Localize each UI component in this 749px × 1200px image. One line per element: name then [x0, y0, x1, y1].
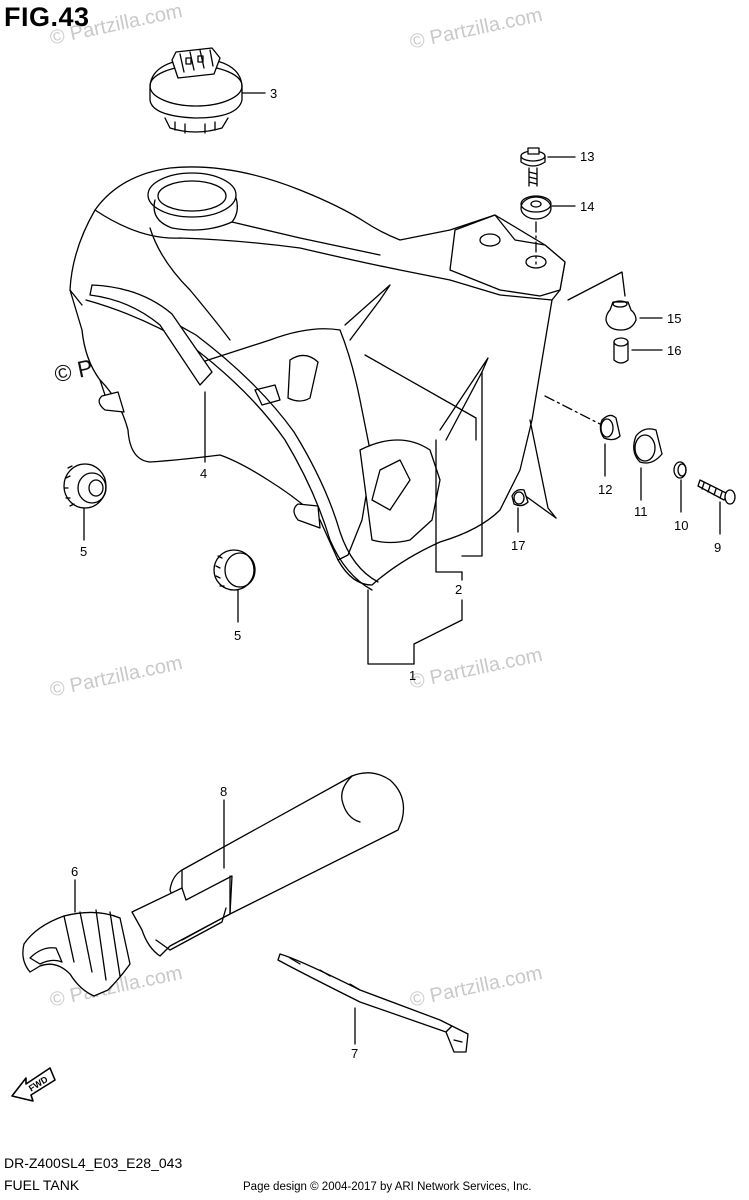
cushion-part-12[interactable]: [599, 414, 621, 477]
collar-part-11[interactable]: [633, 428, 663, 501]
cushion-part-5a[interactable]: [63, 463, 107, 541]
part-label-2[interactable]: 2: [455, 582, 462, 597]
part-label-13[interactable]: 13: [580, 149, 594, 164]
part-label-5b[interactable]: 5: [234, 628, 241, 643]
part-label-10[interactable]: 10: [674, 518, 688, 533]
part-label-17[interactable]: 17: [511, 538, 525, 553]
fuel-tank-body[interactable]: [69, 166, 566, 591]
part-label-16[interactable]: 16: [667, 343, 681, 358]
part-label-8[interactable]: 8: [220, 784, 227, 799]
collar-part-16[interactable]: [613, 337, 663, 364]
model-code: DR-Z400SL4_E03_E28_043: [4, 1155, 183, 1171]
fuel-cap-part[interactable]: [149, 47, 266, 134]
hose-part-4[interactable]: [89, 284, 213, 463]
fwd-arrow-icon: FWD: [11, 1067, 56, 1102]
part-label-6[interactable]: 6: [71, 864, 78, 879]
protector-part-8[interactable]: [131, 772, 405, 957]
section-title: FUEL TANK: [4, 1177, 80, 1193]
part-label-5a[interactable]: 5: [80, 544, 87, 559]
copyright-notice: Page design © 2004-2017 by ARI Network S…: [243, 1181, 532, 1193]
cushion-part-5b[interactable]: [213, 549, 256, 623]
cable-tie-part-7[interactable]: [277, 953, 469, 1053]
part-label-4[interactable]: 4: [200, 466, 207, 481]
bolt-part-13[interactable]: [520, 147, 576, 187]
bolt-part-9[interactable]: [697, 479, 736, 535]
washer-part-14[interactable]: [520, 195, 576, 220]
part-label-7[interactable]: 7: [351, 1046, 358, 1061]
grommet-part-17[interactable]: [511, 488, 529, 533]
part-label-12[interactable]: 12: [598, 482, 612, 497]
part-label-15[interactable]: 15: [667, 311, 681, 326]
part-label-14[interactable]: 14: [580, 199, 594, 214]
part-label-9[interactable]: 9: [714, 540, 721, 555]
figure-title: FIG.43: [4, 2, 90, 32]
clamp-part-6[interactable]: [22, 879, 131, 997]
grommet-part-15[interactable]: [605, 300, 663, 331]
part-label-1[interactable]: 1: [409, 668, 416, 683]
part-label-11[interactable]: 11: [634, 504, 648, 519]
part-label-3[interactable]: 3: [270, 86, 277, 101]
washer-part-10[interactable]: [673, 461, 687, 513]
